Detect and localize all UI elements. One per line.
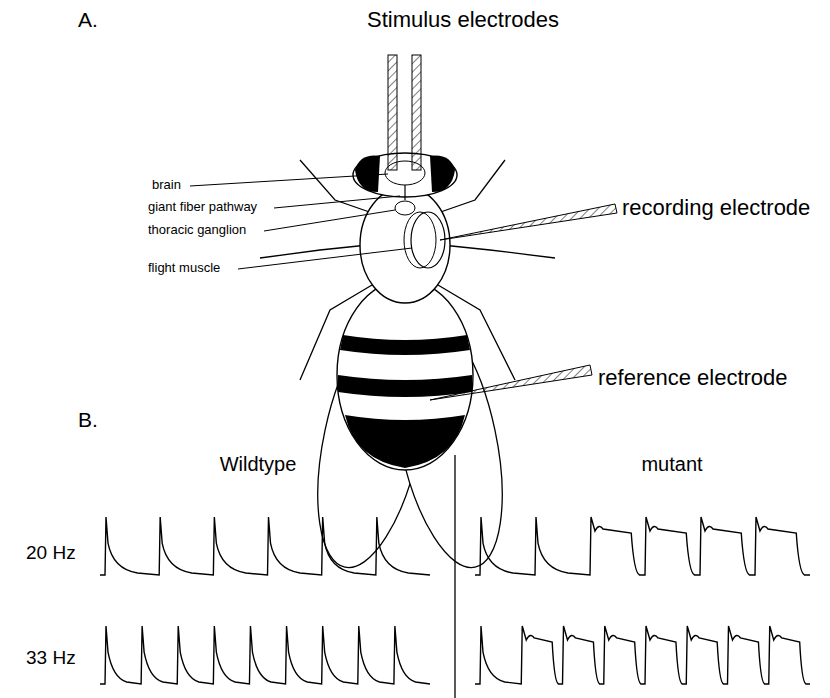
reference-electrode bbox=[430, 365, 592, 400]
abdomen bbox=[337, 280, 473, 470]
panel-divider bbox=[454, 455, 455, 698]
giant-fiber bbox=[404, 185, 405, 200]
trace bbox=[100, 517, 430, 575]
thoracic-ganglion bbox=[395, 201, 415, 215]
frequency-label: 20 Hz bbox=[26, 543, 76, 564]
trace bbox=[475, 626, 810, 684]
electrode-label: Stimulus electrodes bbox=[367, 8, 559, 32]
part-label: brain bbox=[152, 178, 181, 192]
genotype-label: mutant bbox=[641, 453, 702, 475]
abdomen-stripe bbox=[338, 375, 472, 397]
electrode-label: recording electrode bbox=[622, 196, 810, 220]
frequency-label: 33 Hz bbox=[26, 648, 76, 669]
trace bbox=[100, 626, 430, 684]
panel-letter: B. bbox=[78, 408, 98, 431]
abdomen-stripe bbox=[340, 335, 470, 355]
eye bbox=[430, 156, 455, 192]
leader-lines bbox=[190, 174, 412, 269]
recording-electrode bbox=[440, 204, 617, 240]
flight-muscle bbox=[404, 212, 436, 268]
recording-traces bbox=[100, 517, 810, 684]
part-label: giant fiber pathway bbox=[148, 200, 257, 214]
eye bbox=[355, 156, 380, 192]
flight-muscle bbox=[411, 212, 445, 268]
genotype-label: Wildtype bbox=[220, 453, 297, 475]
part-label: thoracic ganglion bbox=[148, 223, 246, 237]
stimulus-electrodes bbox=[388, 55, 421, 170]
panel-letter: A. bbox=[78, 8, 98, 31]
trace bbox=[475, 517, 810, 575]
electrode-label: reference electrode bbox=[598, 366, 788, 390]
part-label: flight muscle bbox=[148, 261, 220, 275]
abdomen-stripe bbox=[345, 415, 465, 468]
thorax bbox=[360, 187, 450, 303]
